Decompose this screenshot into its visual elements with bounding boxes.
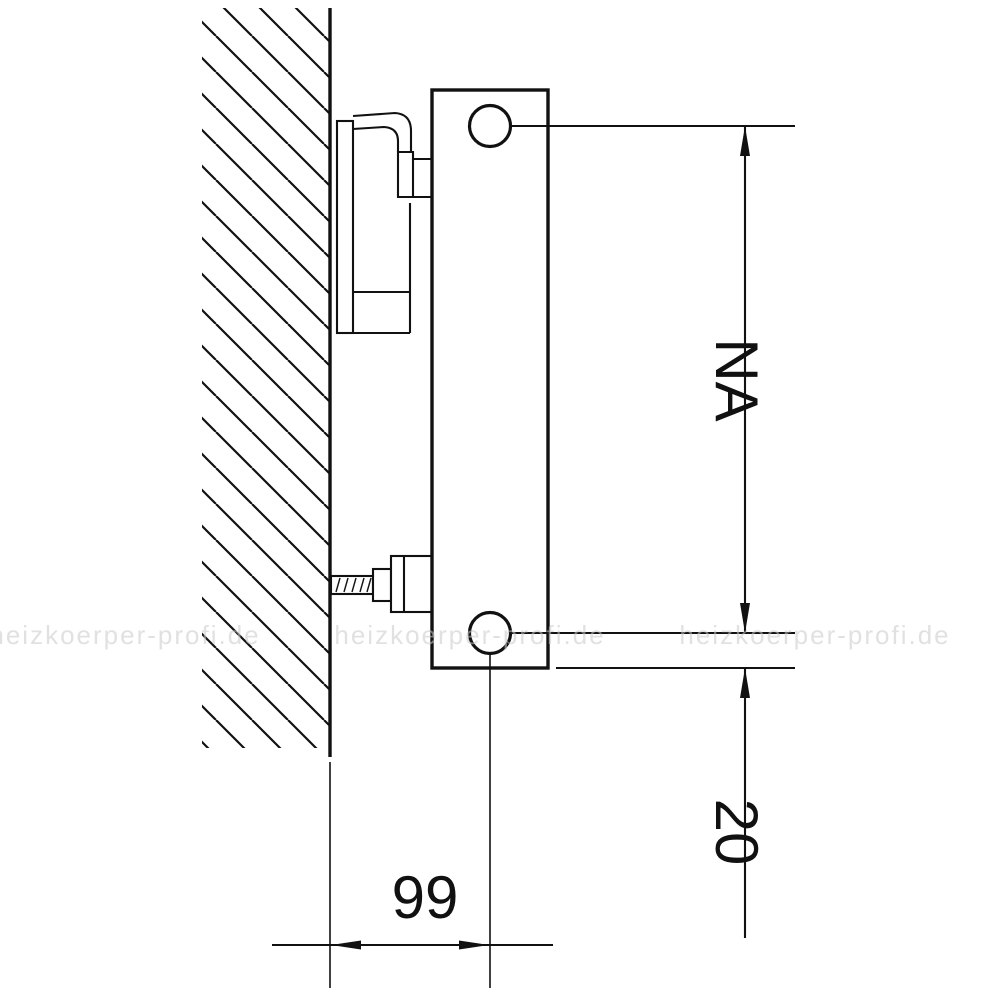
arrowhead-right-icon xyxy=(459,940,489,950)
wall-section xyxy=(202,8,332,988)
screw-clamp-block xyxy=(389,554,434,614)
dimension-99: 99 xyxy=(272,654,553,988)
screw-thread-ticks xyxy=(335,577,372,593)
arrowhead-down-icon xyxy=(740,603,750,633)
bottom-connection-port xyxy=(467,610,513,656)
bracket-rail xyxy=(335,119,355,335)
watermark-text: heizkoerper-profi.de xyxy=(679,620,950,650)
mounting-bracket xyxy=(335,111,434,335)
dimension-label-20: 20 xyxy=(703,799,770,866)
watermark-text: heizkoerper-profi.de xyxy=(334,620,605,650)
bracket-hook-outer xyxy=(352,111,413,152)
watermark: heizkoerper-profi.de heizkoerper-profi.d… xyxy=(0,620,950,650)
top-connection-port xyxy=(467,103,513,149)
screw-collar xyxy=(371,567,393,603)
watermark-text: heizkoerper-profi.de xyxy=(0,620,261,650)
radiator-clip-block xyxy=(396,150,434,199)
bracket-hook-inner xyxy=(352,125,400,152)
arrowhead-left-icon xyxy=(331,940,361,950)
wall-hatching xyxy=(202,8,329,748)
fixing-screw xyxy=(329,554,434,614)
radiator-body xyxy=(430,88,550,670)
dimension-20: 20 xyxy=(556,666,795,938)
arrowhead-up-icon xyxy=(740,126,750,156)
dimension-na: NA xyxy=(511,124,795,635)
dimension-label-na: NA xyxy=(703,338,770,421)
dimension-label-99: 99 xyxy=(392,864,459,931)
arrowhead-up-icon xyxy=(740,668,750,698)
radiator-profile xyxy=(430,88,550,670)
